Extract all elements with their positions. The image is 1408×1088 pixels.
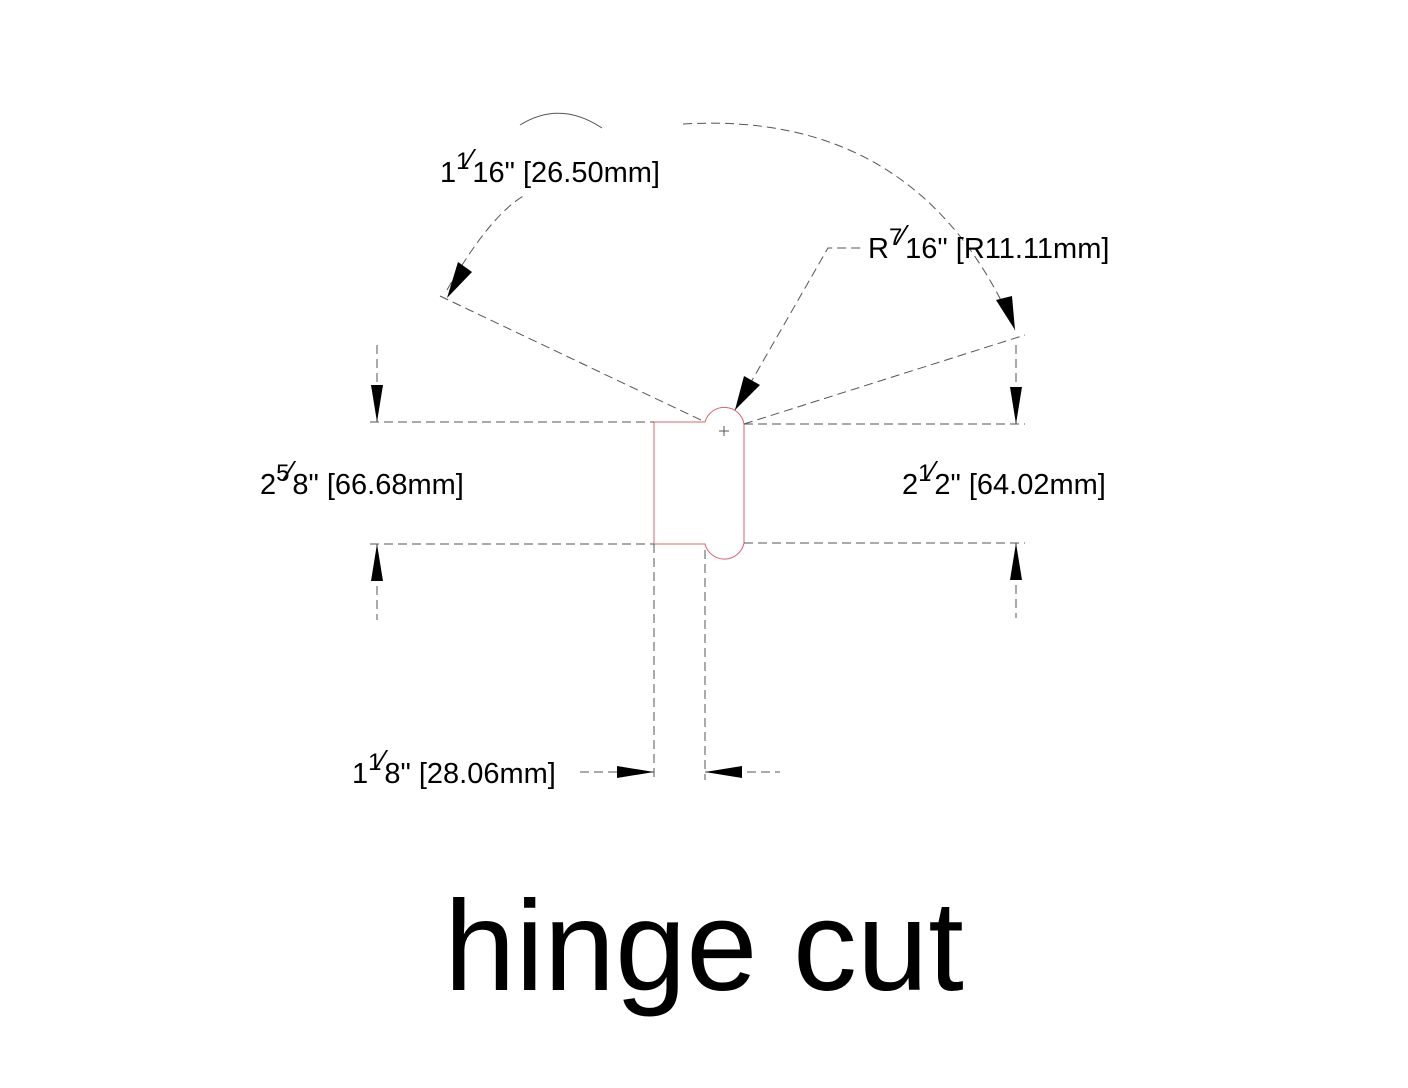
- bottom-width-label: 11⁄8" [28.06mm]: [352, 745, 556, 790]
- arrow-icon: [705, 766, 742, 778]
- drawing-title: hinge cut: [444, 875, 964, 1018]
- arrow-icon: [996, 296, 1015, 330]
- right-height-label: 21⁄2" [64.02mm]: [902, 456, 1106, 501]
- extension-line: [439, 295, 706, 423]
- center-mark-icon: [719, 426, 729, 436]
- radius-label: R7⁄16" [R11.11mm]: [868, 220, 1109, 265]
- arrow-icon: [617, 766, 654, 778]
- arc-dimension-top: [519, 112, 603, 129]
- arrow-icon: [371, 544, 383, 581]
- arrow-icon: [1010, 543, 1022, 580]
- hinge-cut-outline: [653, 406, 745, 560]
- left-height-label: 25⁄8" [66.68mm]: [260, 456, 464, 501]
- radius-leader: [734, 247, 865, 411]
- arc-dimension-right: [682, 122, 1016, 331]
- arrow-icon: [371, 385, 383, 422]
- arrow-icon: [447, 262, 472, 298]
- angle-width-label: 11⁄16" [26.50mm]: [440, 144, 660, 189]
- extension-line: [743, 334, 1026, 425]
- arrow-icon: [735, 376, 760, 410]
- arrow-icon: [1010, 387, 1022, 424]
